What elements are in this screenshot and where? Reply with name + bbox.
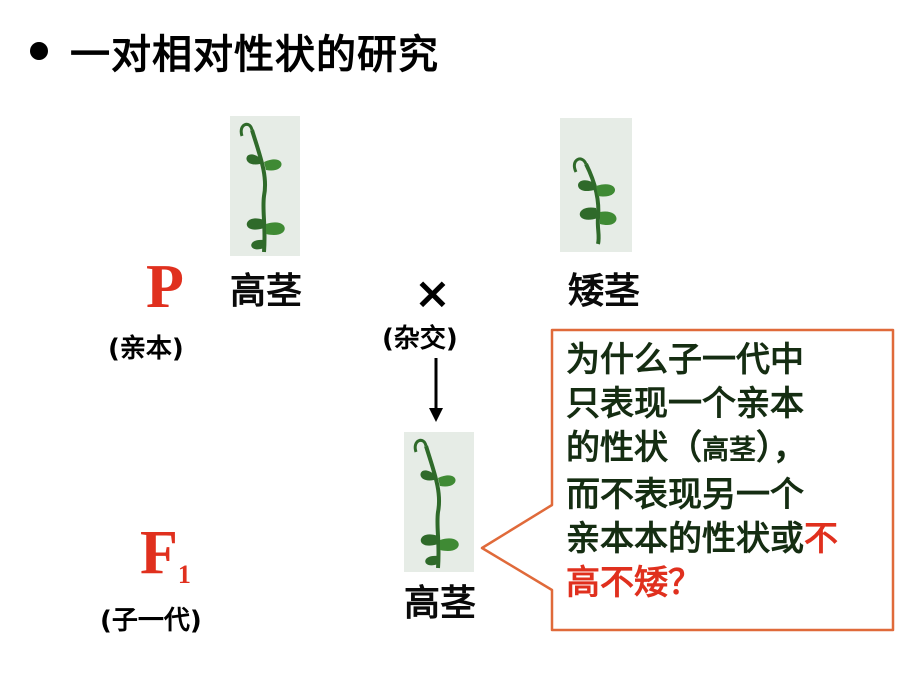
callout-line-3-inline: 高茎 [702, 435, 756, 466]
page-title: 一对相对性状的研究 [70, 32, 439, 78]
tall-stem-label: 高茎 [230, 271, 303, 312]
bullet-icon [30, 42, 48, 60]
cross-symbol: × [414, 268, 451, 319]
f1-generation-symbol: F1 [140, 518, 191, 590]
f1-subscript: 1 [177, 560, 191, 589]
callout-line-4: 而不表现另一个 [566, 475, 804, 515]
callout-line-1: 为什么子一代中 [566, 340, 804, 380]
callout-text: 为什么子一代中 只表现一个亲本 的性状（高茎）， 而不表现另一个 亲本本的性状或… [566, 338, 886, 605]
parent-generation-symbol: P [146, 253, 184, 321]
callout-line-5-prefix: 亲本本的性状或 [566, 519, 804, 559]
short-plant-image [560, 118, 632, 252]
f1-generation-label: (子一代) [100, 606, 202, 636]
callout-line-3-suffix: ）， [756, 428, 807, 468]
offspring-plant-image [404, 432, 474, 572]
title-row: 一对相对性状的研究 [30, 22, 439, 80]
parent-generation-label: (亲本) [108, 334, 184, 364]
f1-letter: F [140, 519, 178, 587]
callout-line-6-suffix: ？ [668, 563, 702, 603]
callout-line-6-red: 高不矮 [566, 563, 668, 603]
callout-line-6: 高不矮？ [566, 561, 886, 605]
short-stem-label: 矮茎 [568, 271, 641, 312]
cross-label: (杂交) [382, 324, 458, 354]
callout-line-3: 的性状（高茎）， [566, 426, 886, 473]
offspring-stem-label: 高茎 [404, 583, 477, 624]
callout-line-3-prefix: 的性状（ [566, 428, 702, 468]
tall-plant-image [230, 116, 300, 256]
down-arrow-icon [429, 358, 443, 422]
callout-line-2: 只表现一个亲本 [566, 384, 804, 424]
callout-line-5-red: 不 [804, 519, 838, 559]
callout-line-5: 亲本本的性状或不 [566, 517, 886, 561]
